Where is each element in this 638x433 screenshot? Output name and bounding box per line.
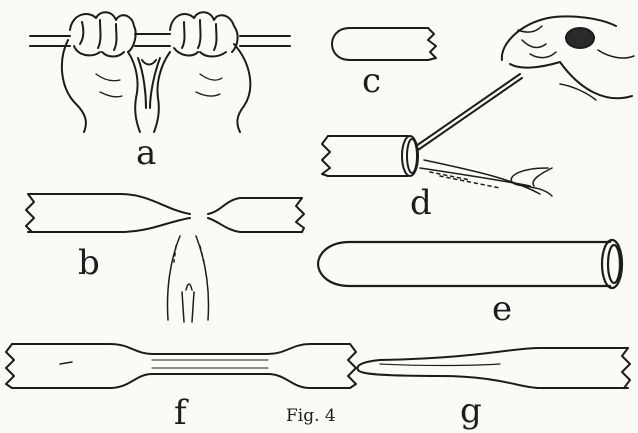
panel-e-test-tube (318, 240, 622, 288)
panel-d-hand-with-tool (502, 16, 634, 100)
panel-g-label: g (460, 394, 482, 428)
panel-b-flame (168, 236, 209, 322)
panel-a-hands-holding-tube (30, 12, 290, 132)
panel-f-constricted-tube (6, 344, 356, 388)
panel-g-pointed-tube (358, 348, 630, 388)
panel-b-label: b (78, 246, 100, 280)
panel-b-drawn-tube (26, 194, 304, 232)
panel-f-label: f (174, 396, 187, 430)
panel-c-label: c (362, 64, 381, 98)
panel-d-label: d (410, 186, 432, 220)
figure-caption: Fig. 4 (286, 408, 336, 425)
panel-c-sealed-tube-end (332, 28, 436, 60)
panel-a-label: a (136, 136, 156, 170)
panel-e-label: e (492, 292, 512, 326)
panel-d-flaring-tube-mouth (322, 74, 522, 176)
panel-d-flame (420, 160, 552, 196)
